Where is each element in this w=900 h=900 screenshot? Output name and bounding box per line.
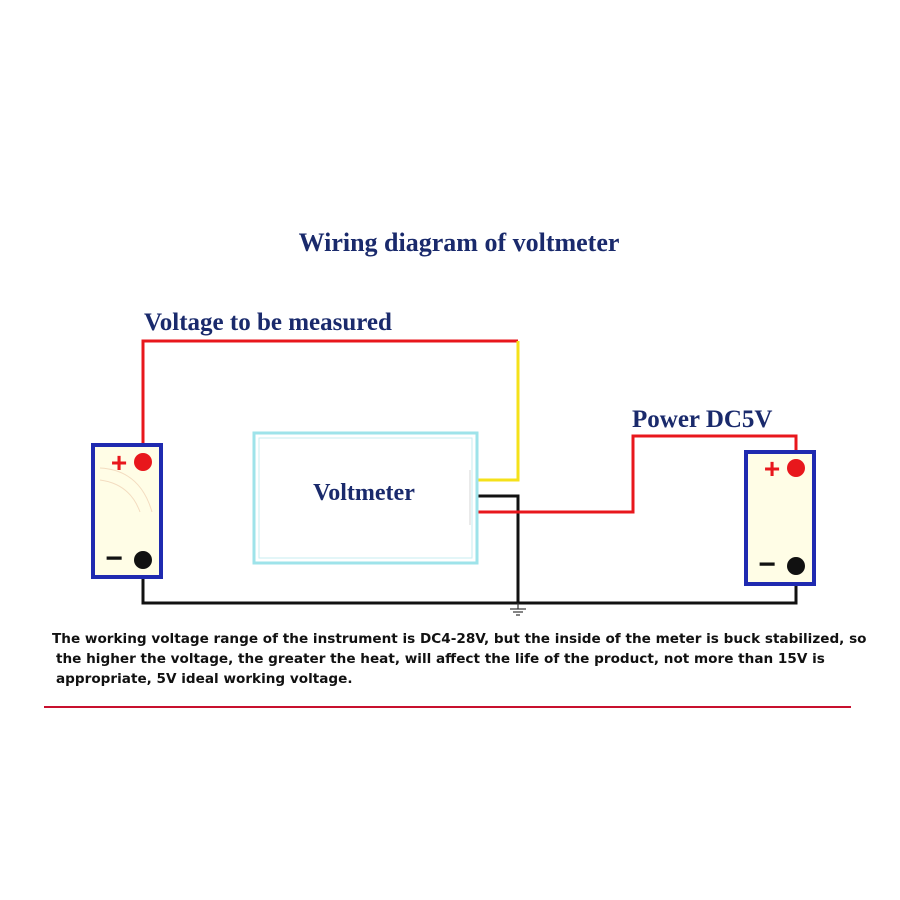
- voltmeter-module: Voltmeter: [252, 431, 479, 565]
- measured-negative-terminal: [134, 551, 152, 569]
- measured-plus-icon: +: [111, 447, 127, 478]
- usage-note: The working voltage range of the instrum…: [52, 629, 867, 689]
- power-negative-terminal: [787, 557, 805, 575]
- measured-source-battery: + −: [91, 443, 163, 579]
- common-ground-wire: [141, 560, 798, 605]
- ground-icon: [510, 603, 526, 616]
- power-plus-icon: +: [764, 453, 780, 484]
- power-supply-battery: + −: [744, 450, 816, 586]
- signal-wire: [478, 341, 520, 482]
- measured-minus-icon: −: [105, 542, 123, 575]
- diagram-title: Wiring diagram of voltmeter: [299, 228, 620, 257]
- usage-note-line-3: appropriate, 5V ideal working voltage.: [56, 671, 353, 687]
- meter-ground-wire: [478, 494, 520, 603]
- usage-note-line-2: the higher the voltage, the greater the …: [56, 651, 825, 667]
- power-positive-terminal: [787, 459, 805, 477]
- usage-note-line-1: The working voltage range of the instrum…: [52, 631, 867, 647]
- power-minus-icon: −: [758, 548, 776, 581]
- measured-positive-terminal: [134, 453, 152, 471]
- voltmeter-label: Voltmeter: [313, 480, 415, 506]
- measured-voltage-label: Voltage to be measured: [144, 309, 392, 336]
- power-supply-label: Power DC5V: [632, 406, 772, 433]
- power-positive-wire: [478, 434, 798, 514]
- measured-positive-wire: [141, 339, 518, 462]
